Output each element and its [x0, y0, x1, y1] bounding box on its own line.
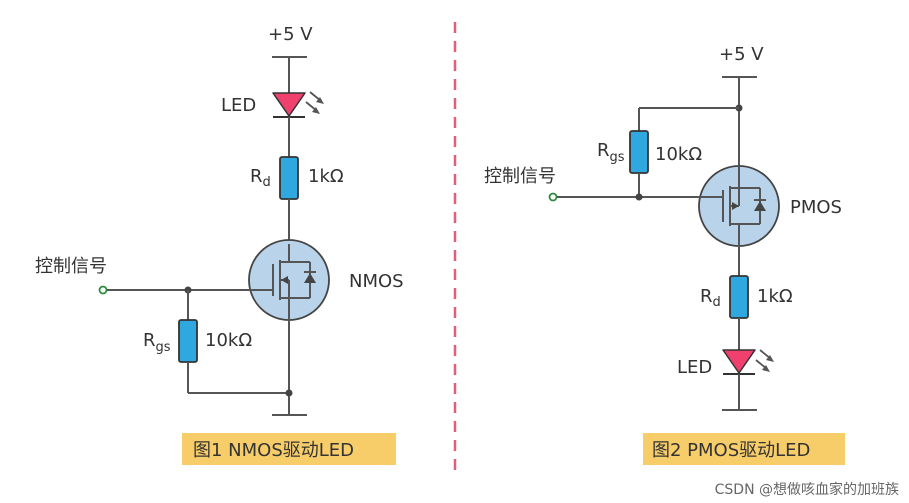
- supply-label: +5 V: [719, 44, 764, 65]
- signal-label: 控制信号: [35, 256, 107, 277]
- rgs-value: 10kΩ: [655, 144, 702, 165]
- figure-caption: 图2 PMOS驱动LED: [652, 440, 810, 461]
- rgs-value: 10kΩ: [205, 330, 252, 351]
- rd-resistor: [729, 275, 749, 319]
- nmos-transistor-icon: [248, 239, 330, 321]
- rd-value: 1kΩ: [308, 166, 344, 187]
- led-icon: [272, 91, 324, 118]
- led-label: LED: [221, 95, 256, 116]
- transistor-label: NMOS: [349, 271, 404, 292]
- led-label: LED: [677, 357, 712, 378]
- rgs-resistor: [629, 130, 649, 174]
- led-icon: [722, 349, 774, 375]
- caption-box: [643, 433, 845, 465]
- rd-label: Rd: [250, 166, 271, 190]
- watermark: CSDN @想做咳血家的加班族: [714, 482, 899, 498]
- signal-label: 控制信号: [484, 166, 556, 187]
- rd-resistor: [279, 156, 299, 200]
- signal-terminal: [98, 285, 108, 295]
- rgs-resistor: [178, 319, 198, 363]
- signal-terminal: [548, 192, 558, 202]
- rd-label: Rd: [700, 286, 721, 310]
- supply-label: +5 V: [268, 24, 313, 45]
- figure-caption: 图1 NMOS驱动LED: [193, 440, 354, 461]
- transistor-label: PMOS: [790, 197, 842, 218]
- pmos-circuit: +5 V Rgs 10kΩ 控制信号: [484, 44, 845, 465]
- rgs-label: Rgs: [597, 140, 625, 165]
- rd-value: 1kΩ: [757, 286, 793, 307]
- rgs-label: Rgs: [143, 330, 171, 355]
- pmos-transistor-icon: [698, 165, 780, 247]
- caption-box: [182, 433, 396, 465]
- nmos-circuit: +5 V LED Rd 1kΩ: [35, 24, 404, 465]
